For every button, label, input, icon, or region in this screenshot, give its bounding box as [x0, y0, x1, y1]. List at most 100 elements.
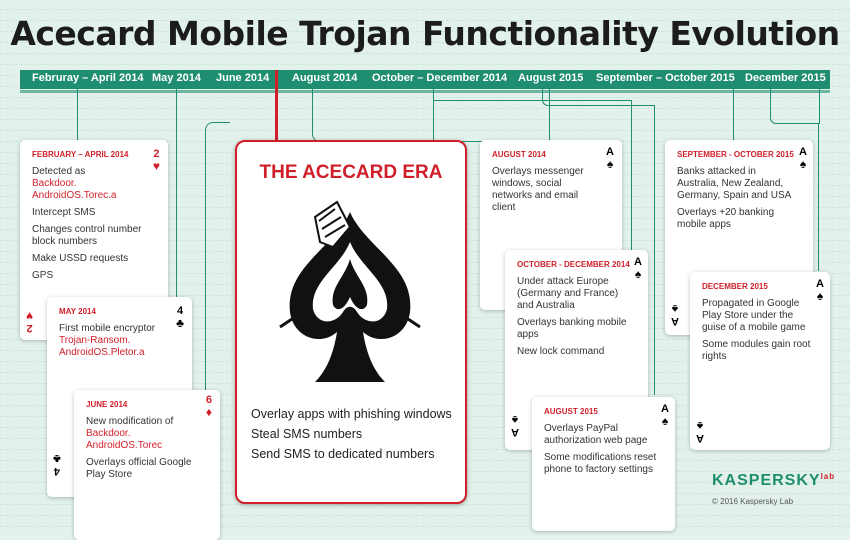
card-text: Detected as	[32, 166, 86, 177]
card-text: First mobile encryptor	[59, 323, 156, 334]
connector-aug15-v	[654, 105, 655, 395]
timeline-bar	[20, 70, 830, 93]
card-rank: A	[799, 146, 807, 158]
timeline-label-may: May 2014	[152, 72, 201, 84]
card-suit-top: A♠	[661, 403, 669, 427]
timeline-label-aug14: August 2014	[292, 72, 358, 84]
card-suit-bottom: 4♣	[53, 452, 61, 477]
code-stripe	[0, 517, 850, 527]
copyright: © 2016 Kaspersky Lab	[712, 497, 794, 506]
card-header: SEPTEMBER - OCTOBER 2015	[677, 150, 794, 159]
heart-icon: ♥	[152, 159, 160, 173]
card-dec-2015: DECEMBER 2015 A♠ Propagated in Google Pl…	[690, 272, 830, 450]
connector-may	[176, 89, 177, 299]
code-stripe	[0, 33, 850, 43]
card-suit-top: A♠	[634, 256, 642, 280]
card-item: Overlays PayPal authorization web page	[544, 423, 648, 446]
spade-icon: ♠	[816, 289, 824, 303]
card-body: Under attack Europe (Germany and France)…	[517, 276, 630, 363]
card-suit-bottom: 2♥	[26, 309, 34, 334]
code-stripe	[0, 22, 850, 32]
card-rank: A	[696, 432, 704, 444]
club-icon: ♣	[176, 316, 184, 330]
spade-icon: ♠	[634, 267, 642, 281]
code-stripe	[0, 506, 850, 516]
kaspersky-logo: KASPERSKYlab	[712, 472, 835, 490]
card-rank: 4	[177, 305, 184, 317]
card-rank: A	[606, 146, 614, 158]
card-header: MAY 2014	[59, 307, 96, 316]
connector-aug15	[542, 89, 655, 106]
card-header: JUNE 2014	[86, 400, 128, 409]
card-rank: A	[634, 256, 642, 268]
diamond-icon: ♦	[205, 405, 212, 419]
code-stripe	[0, 44, 850, 54]
timeline-label-dec: December 2015	[745, 72, 826, 84]
malware-name: Backdoor. AndroidOS.Torec	[86, 428, 163, 451]
spade-icon: ♠	[511, 413, 519, 427]
card-item: New lock command	[517, 346, 605, 357]
logo-sub: lab	[820, 472, 836, 481]
era-title: THE ACECARD ERA	[259, 162, 443, 183]
card-body: Propagated in Google Play Store under th…	[702, 298, 812, 368]
code-stripe	[0, 495, 850, 505]
card-item: Make USSD requests	[32, 253, 129, 264]
card-body: Overlays messenger windows, social netwo…	[492, 166, 604, 219]
card-item: Overlays +20 banking mobile apps	[677, 207, 775, 230]
card-body: Banks attacked in Australia, New Zealand…	[677, 166, 795, 236]
spade-icon: ♠	[799, 157, 807, 171]
code-stripe	[0, 110, 850, 120]
connector-oct-h	[433, 100, 631, 101]
club-icon: ♣	[53, 452, 61, 466]
heart-icon: ♥	[26, 309, 34, 323]
card-rank: A	[816, 278, 824, 290]
timeline-label-sep: September – October 2015	[596, 72, 735, 84]
card-suit-top: 2♥	[153, 148, 160, 172]
card-suit-bottom: A♠	[696, 419, 704, 444]
card-header: FEBRUARY – APRIL 2014	[32, 150, 129, 159]
connector-oct-v	[631, 100, 632, 250]
era-feature: Send SMS to dedicated numbers	[251, 447, 435, 461]
code-stripe	[0, 11, 850, 21]
code-stripe	[0, 0, 850, 10]
connector-feb	[77, 89, 78, 141]
card-text: New modification of	[86, 416, 174, 427]
spade-icon: ♠	[606, 157, 614, 171]
card-suit-top: A♠	[606, 146, 614, 170]
card-rank: 6	[205, 394, 212, 406]
card-item: Banks attacked in Australia, New Zealand…	[677, 166, 792, 201]
logo-name: KASPERSKY	[712, 472, 821, 489]
era-feature: Overlay apps with phishing windows	[251, 407, 452, 421]
spade-icon: ♠	[696, 419, 704, 433]
card-rank: A	[671, 315, 679, 327]
card-suit-top: A♠	[799, 146, 807, 170]
era-feature: Steal SMS numbers	[251, 427, 363, 441]
malware-name: Trojan-Ransom. AndroidOS.Pletor.a	[59, 335, 145, 358]
card-item: Overlays messenger windows, social netwo…	[492, 166, 584, 213]
code-stripe	[0, 88, 850, 98]
card-rank: A	[511, 426, 519, 438]
timeline-label-feb: Februray – April 2014	[32, 72, 144, 84]
card-suit-bottom: A♠	[511, 413, 519, 438]
card-suit-top: 6♦	[206, 394, 212, 418]
card-rank: A	[661, 403, 669, 415]
card-suit-bottom: A♠	[671, 302, 679, 327]
connector-sep	[733, 89, 734, 141]
card-item: Propagated in Google Play Store under th…	[702, 298, 806, 333]
spade-knight-illustration	[279, 200, 421, 382]
card-suit-top: 4♣	[176, 305, 184, 329]
connector-dec-v	[818, 123, 819, 271]
code-stripe	[0, 55, 850, 65]
timeline-label-june: June 2014	[216, 72, 270, 84]
code-stripe	[0, 99, 850, 109]
card-item: Overlays banking mobile apps	[517, 317, 627, 340]
connector-june	[205, 122, 230, 393]
spade-icon: ♠	[671, 302, 679, 316]
card-item: Some modifications reset phone to factor…	[544, 452, 657, 475]
card-item: Overlays official Google Play Store	[86, 457, 192, 480]
timeline-label-oct: October – December 2014	[372, 72, 508, 84]
